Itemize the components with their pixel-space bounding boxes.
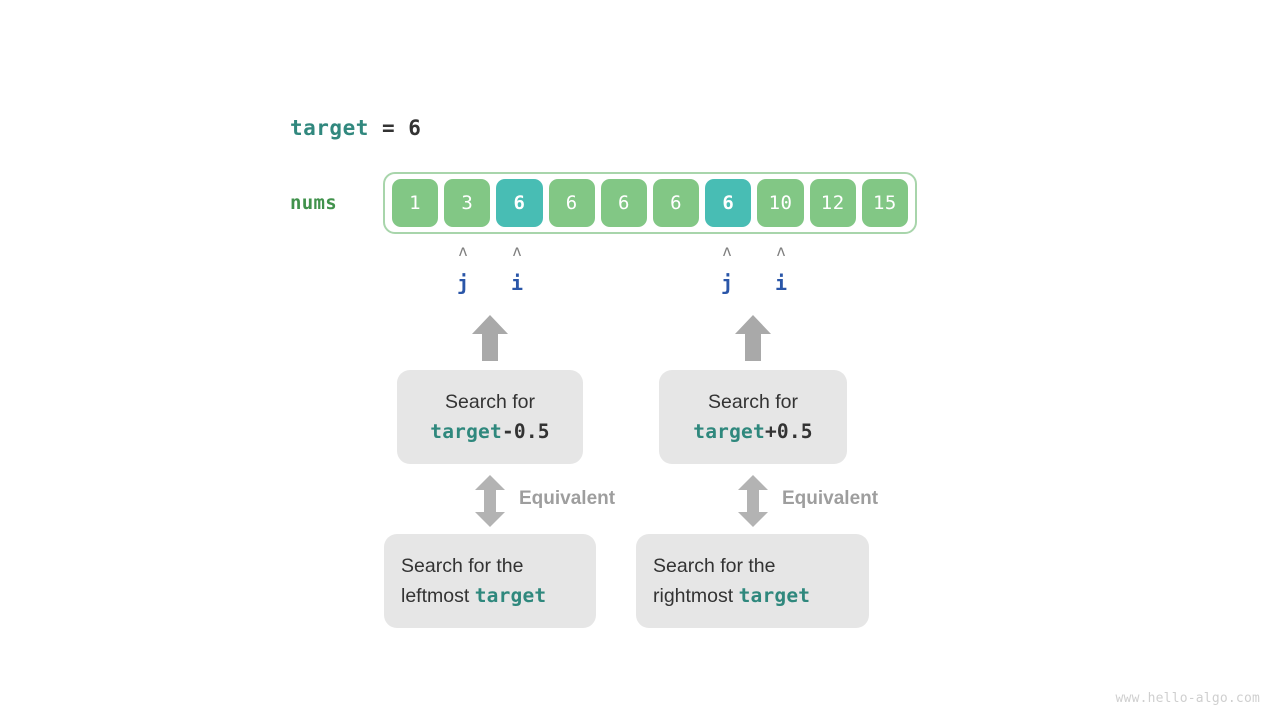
pointer-label-left-i: i	[510, 271, 524, 295]
array-container: 1 3 6 6 6 6 6 10 12 15	[383, 172, 917, 234]
box-line-1: Search for	[708, 391, 798, 413]
offset-token: -0.5	[501, 420, 550, 443]
box-search-leftmost-target: Search for the leftmost target	[384, 534, 596, 628]
box-search-target-minus: Search for target-0.5	[397, 370, 583, 464]
array-label: nums	[290, 192, 337, 214]
box-line-1: Search for	[445, 391, 535, 413]
up-arrow-icon-left	[472, 315, 508, 361]
array-cell: 1	[392, 179, 439, 227]
box-line-2-prefix: rightmost	[653, 585, 739, 607]
pointer-label-right-i: i	[774, 271, 788, 295]
caret-icon-left-j: ʌ	[458, 242, 468, 260]
box-line-1: Search for the	[653, 555, 776, 577]
array-cell: 6	[548, 179, 595, 227]
target-token: target	[474, 584, 547, 607]
array-cell-highlighted: 6	[496, 179, 543, 227]
array-cell: 15	[861, 179, 909, 227]
array-cell: 10	[757, 179, 804, 227]
array-cell-highlighted: 6	[705, 179, 752, 227]
pointer-label-right-j: j	[720, 271, 734, 295]
box-line-2: target-0.5	[397, 417, 583, 447]
double-arrow-icon-left	[475, 475, 505, 527]
box-line-2: leftmost target	[401, 581, 596, 611]
target-declaration: target = 6	[290, 113, 421, 143]
double-arrow-icon-right	[738, 475, 768, 527]
caret-icon-right-i: ʌ	[776, 242, 786, 260]
watermark: www.hello-algo.com	[1115, 691, 1260, 706]
target-token: target	[430, 420, 502, 443]
box-line-1: Search for the	[401, 555, 524, 577]
box-line-2: rightmost target	[653, 581, 869, 611]
array-cell: 6	[653, 179, 700, 227]
box-search-rightmost-target: Search for the rightmost target	[636, 534, 869, 628]
array-cell: 6	[600, 179, 648, 227]
equivalent-label-right: Equivalent	[782, 488, 879, 509]
box-search-target-plus: Search for target+0.5	[659, 370, 847, 464]
box-line-2-prefix: leftmost	[401, 585, 475, 607]
target-token: target	[738, 584, 811, 607]
caret-icon-left-i: ʌ	[512, 242, 522, 260]
target-token: target	[693, 420, 765, 443]
up-arrow-icon-right	[735, 315, 771, 361]
pointer-label-left-j: j	[456, 271, 470, 295]
target-value: 6	[408, 116, 422, 140]
target-keyword: target	[290, 116, 369, 140]
box-line-2: target+0.5	[659, 417, 847, 447]
target-operator: =	[368, 116, 409, 140]
caret-icon-right-j: ʌ	[722, 242, 732, 260]
offset-token: +0.5	[764, 420, 813, 443]
array-cell: 12	[809, 179, 856, 227]
array-cell: 3	[444, 179, 491, 227]
equivalent-label-left: Equivalent	[519, 488, 616, 509]
